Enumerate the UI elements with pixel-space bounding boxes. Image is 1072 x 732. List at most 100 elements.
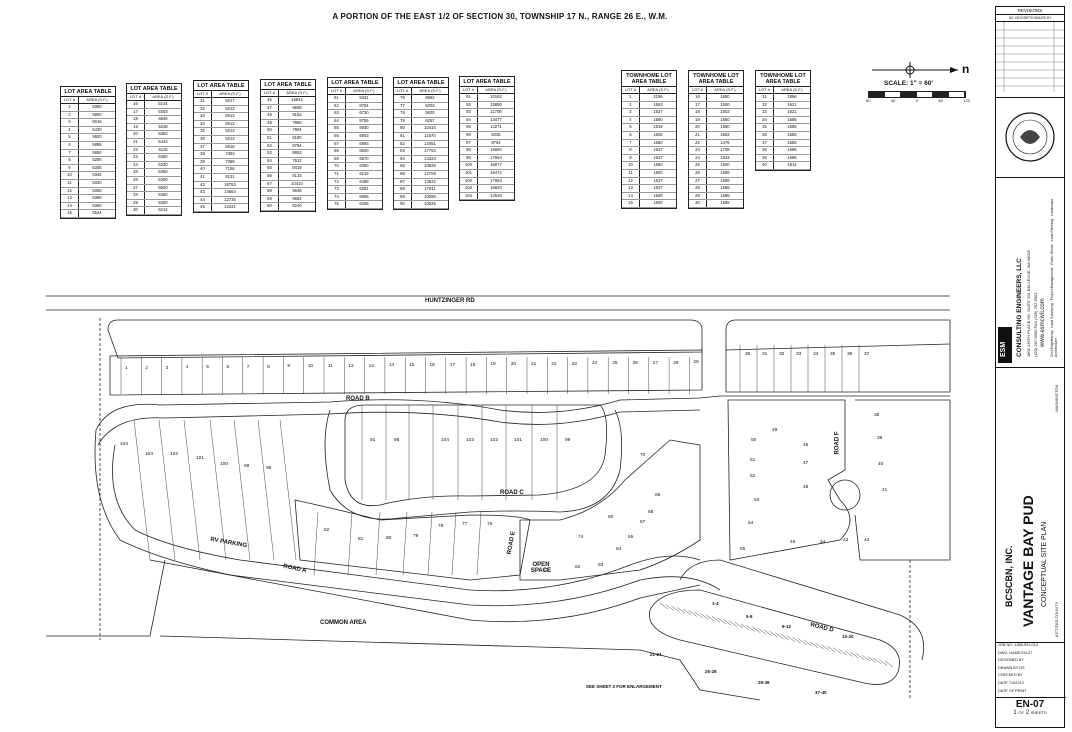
revisions-grid [996, 22, 1064, 92]
table-title: LOT AREA TABLE [394, 78, 448, 88]
lot-number-cell: 5 [61, 134, 79, 141]
lot-label: 95 [394, 438, 400, 443]
sheet-description: CONCEPTUAL SITE PLAN [1041, 521, 1048, 607]
lot-label: 32 [779, 352, 785, 357]
project-block: BCSCBN, INC. VANTAGE BAY PUD CONCEPTUAL … [996, 367, 1064, 643]
lot-area-cell: 5248 [158, 123, 168, 129]
lot-number-cell: 89 [394, 193, 412, 201]
lot-number-cell: 39 [194, 158, 212, 166]
header-lot: LOT # [460, 87, 478, 93]
lot-area-cell: 14271 [490, 124, 502, 130]
lot-area-cell: 1856 [787, 94, 797, 99]
revisions-block: REVISIONS NO. DESCRIPTION/DATE BY [996, 7, 1064, 98]
lot-number-cell: 4 [622, 116, 640, 124]
table-header: LOT #AREA (S.F.) [394, 88, 448, 95]
lot-label: 103 [145, 452, 154, 457]
lot-number-cell: 85 [394, 163, 412, 170]
lot-label: 54 [748, 521, 754, 526]
header-area: AREA (S.F.) [219, 91, 241, 96]
lot-label: 80 [386, 536, 392, 541]
lot-label: 30 [745, 352, 751, 357]
lot-label: 8 [267, 364, 270, 370]
lot-number-cell: 94 [460, 116, 478, 124]
lot-area-cell: 8853 [292, 150, 302, 156]
lot-area-cell: 5500 [158, 184, 168, 190]
lot-number-cell: 30 [127, 207, 145, 214]
table-title: TOWNHOME LOT AREA TABLE [756, 71, 810, 87]
lot-area-cell: 1500 [653, 200, 663, 206]
lot-area-cell: 1585 [787, 116, 797, 122]
lot-label: 22 [551, 361, 557, 367]
huntzinger-rd-label: HUNTZINGER RD [425, 298, 475, 304]
lot-number-cell: 73 [328, 186, 346, 193]
lot-area-cell: 7904 [292, 127, 302, 133]
lot-area-cell: 5453 [158, 131, 168, 137]
lot-label: 10 [307, 364, 314, 370]
lot-area-cell: 1621 [787, 109, 797, 115]
lot-area-cell: 15650 [490, 147, 502, 153]
lot-area-cell: 5350 [92, 202, 102, 208]
header-area: AREA (S.F.) [714, 87, 736, 92]
lot-area-cell: 1500 [653, 192, 663, 198]
lot-number-cell: 78 [394, 110, 412, 117]
lot-label: 63 [598, 563, 604, 568]
lot-number-cell: 62 [328, 102, 346, 110]
lot-area-cell: 6350 [359, 163, 369, 169]
lot-number-cell: 60 [261, 203, 279, 210]
lot-area-cell: 1500 [720, 162, 730, 168]
lot-area-cell: 16877 [490, 162, 502, 168]
lot-label: 103 [466, 438, 475, 443]
project-name: VANTAGE BAY PUD [1020, 495, 1036, 627]
lot-area-cell: 5013 [225, 113, 235, 119]
lot-number-cell: 96 [460, 131, 478, 139]
lot-number-cell: 48 [261, 112, 279, 119]
revisions-header: NO. DESCRIPTION/DATE BY [996, 15, 1064, 22]
lot-area-cell: 1585 [787, 131, 797, 137]
checked-by: CHECKED BY [998, 673, 1023, 678]
lot-label: 5 [206, 365, 209, 371]
designed-by: DESIGNED BY [998, 658, 1024, 663]
lot-label: 100 [220, 462, 229, 467]
lot-number-cell: 97 [460, 139, 478, 147]
lot-number-cell: 6 [61, 141, 79, 149]
lot-number-cell: 14 [622, 192, 640, 200]
lot-label: 74 [578, 535, 584, 540]
lot-label: 13 [368, 363, 374, 369]
lot-area-cell: 11670 [424, 132, 436, 138]
lot-label: 76 [487, 522, 493, 527]
lot-area-cell: 1500 [653, 169, 663, 175]
lot-number-cell: 22 [689, 139, 707, 147]
lot-area-cell: 1519 [653, 124, 663, 130]
lot-label: 50 [751, 438, 757, 443]
lot-number-cell: 3 [61, 119, 79, 126]
lot-area-cell: 1585 [787, 147, 797, 153]
lot-number-cell: 23 [127, 154, 145, 161]
lot-label: 62 [575, 565, 581, 570]
lot-area-cell: 5016 [92, 119, 102, 125]
